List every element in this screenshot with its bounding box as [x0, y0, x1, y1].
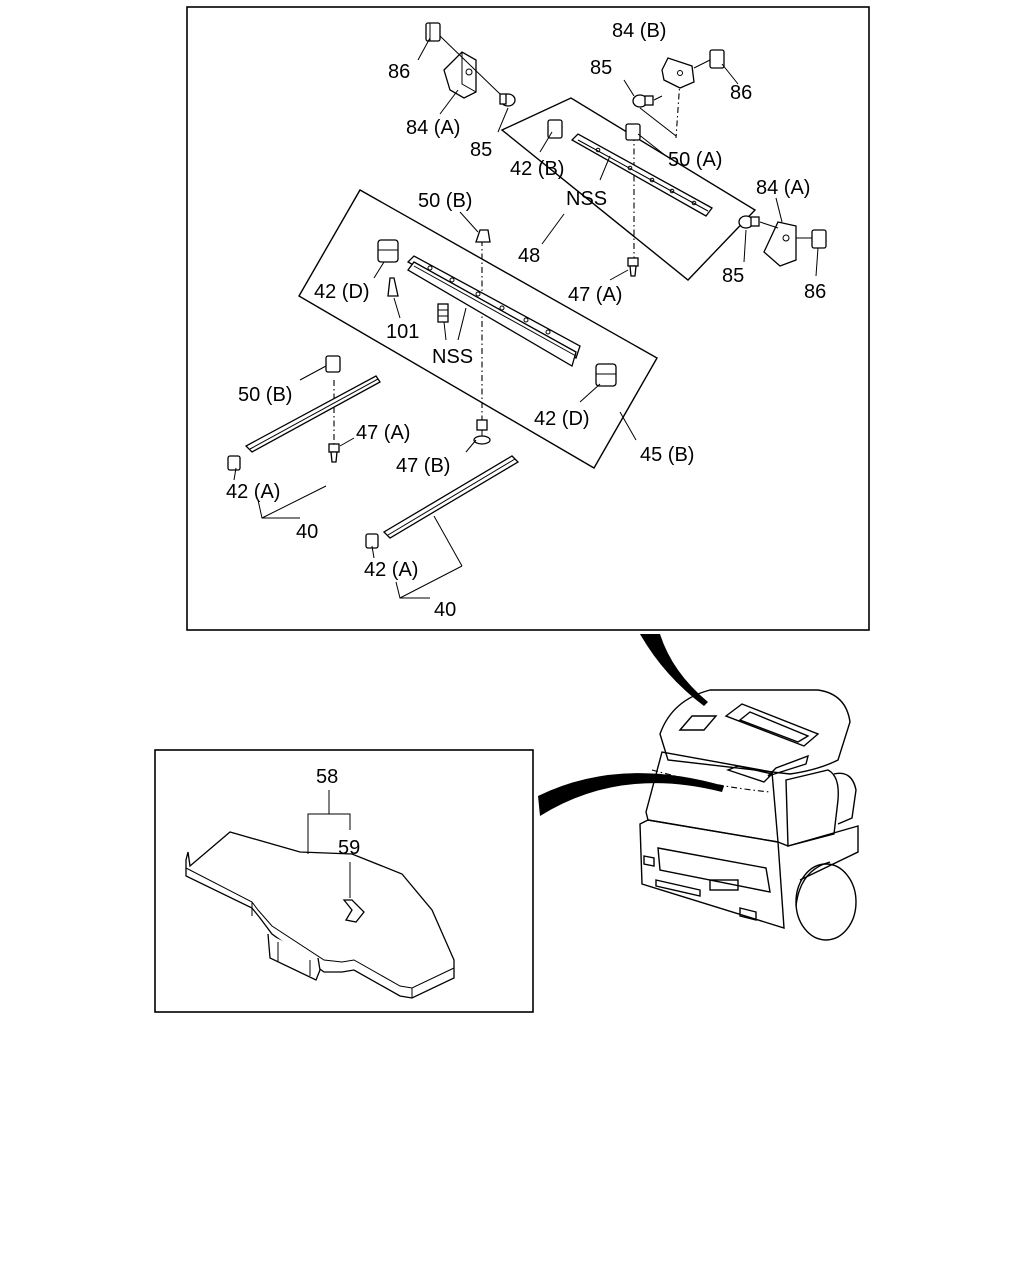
top-detail-panel: 86 84 (A) 85 84 (B) 85 86 42 (B) 50 (A) …: [186, 6, 870, 631]
clip-86-top-right: [709, 49, 725, 69]
screw-85-right: [738, 215, 760, 229]
label-nss-a: NSS: [566, 188, 607, 210]
label-86-a: 86: [388, 61, 410, 83]
label-101: 101: [386, 321, 419, 343]
clip-86-top-left: [425, 22, 441, 42]
screw-nss: [437, 303, 449, 323]
strip-40-upper: [244, 375, 381, 453]
label-40-a: 40: [296, 521, 318, 543]
clip-50b-upper: [475, 229, 491, 243]
clip-42a-lower: [365, 533, 379, 549]
label-47b: 47 (B): [396, 455, 450, 477]
clip-86-right: [811, 229, 827, 249]
label-45b: 45 (B): [640, 444, 694, 466]
label-42b: 42 (B): [510, 158, 564, 180]
label-84b: 84 (B): [612, 20, 666, 42]
label-86-b: 86: [730, 82, 752, 104]
strip-40-lower: [382, 455, 520, 539]
callout-arrow-left: [538, 773, 724, 816]
clip-50b-lower: [325, 355, 341, 373]
clip-50a: [625, 123, 641, 141]
label-58: 58: [316, 766, 338, 788]
rail-45b: [406, 255, 581, 367]
strip-48: [570, 133, 713, 217]
pin-101: [387, 277, 399, 297]
box-45b: [298, 189, 658, 469]
label-42d-b: 42 (D): [534, 408, 590, 430]
label-86-c: 86: [804, 281, 826, 303]
callout-arrow-top: [640, 634, 708, 706]
screw-47a-lower: [328, 443, 340, 463]
label-85-c: 85: [722, 265, 744, 287]
screw-47b: [473, 419, 491, 445]
console-58: [185, 831, 455, 999]
bracket-84b: [661, 57, 695, 89]
label-85-a: 85: [470, 139, 492, 161]
label-47a-a: 47 (A): [568, 284, 622, 306]
label-nss-b: NSS: [432, 346, 473, 368]
label-84a-b: 84 (A): [756, 177, 810, 199]
bottom-detail-panel: 58 59: [154, 749, 534, 1013]
label-42d-a: 42 (D): [314, 281, 370, 303]
label-85-b: 85: [590, 57, 612, 79]
label-47a-b: 47 (A): [356, 422, 410, 444]
clip-42d-lower: [595, 363, 617, 387]
leader-lines: [233, 37, 819, 599]
label-40-b: 40: [434, 599, 456, 621]
screw-85-top: [499, 93, 516, 107]
label-50b-b: 50 (B): [238, 384, 292, 406]
label-42a-b: 42 (A): [364, 559, 418, 581]
screw-85-right-top: [632, 94, 654, 108]
label-50b-a: 50 (B): [418, 190, 472, 212]
label-50a: 50 (A): [668, 149, 722, 171]
box-48: [500, 97, 757, 281]
screw-47a-top: [627, 257, 639, 277]
truck-cab-illustration: [639, 689, 859, 941]
bracket-84a-top-left: [443, 51, 477, 99]
label-48: 48: [518, 245, 540, 267]
clip-42d-upper: [377, 239, 399, 263]
bracket-84a-right: [763, 221, 797, 267]
label-42a-a: 42 (A): [226, 481, 280, 503]
label-84a-a: 84 (A): [406, 117, 460, 139]
clip-42a-upper: [227, 455, 241, 471]
label-59: 59: [338, 837, 360, 859]
